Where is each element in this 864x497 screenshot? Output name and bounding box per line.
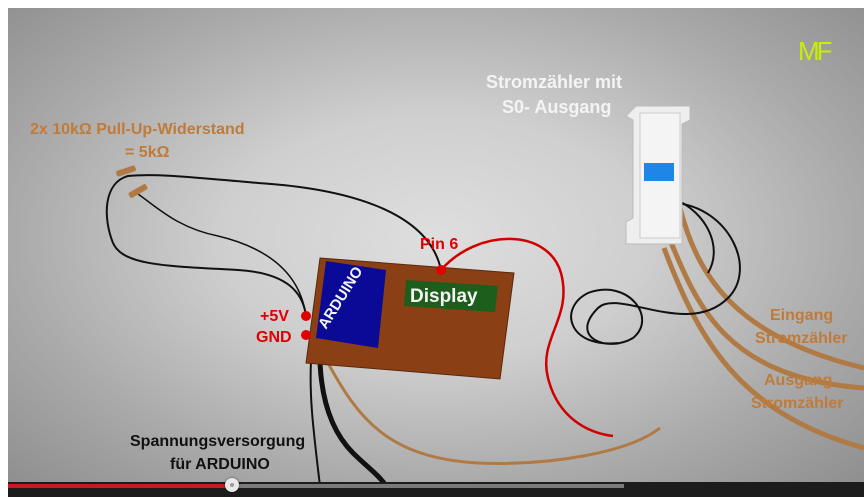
versorgung-label-line1: Spannungsversorgung [130,433,305,450]
pin6-label: Pin 6 [420,236,458,253]
meter-black-wire [570,202,741,345]
video-progress-bar[interactable] [8,478,864,497]
plus5v-label: +5V [260,308,289,325]
power-cable [317,337,389,486]
gnd-dot [301,330,311,340]
pullup-label-line2: = 5kΩ [125,144,170,161]
resistor-1 [116,165,136,177]
power-meter [625,105,691,245]
ausgang-label-line2: Stromzähler [751,395,843,412]
pin6-red-wire [440,237,614,438]
eingang-label-line2: Stromzähler [755,330,847,347]
mf-logo: MF [798,36,832,66]
mains-cable-1 [677,207,864,371]
stromzaehler-label-line2: S0- Ausgang [502,97,611,117]
wiring-diagram: ARDUINO Display Stromzähler mit S0- Ausg… [30,36,864,486]
display-label: Display [410,286,478,307]
pin6-dot [436,265,446,275]
mains-cable-2 [667,239,864,391]
pullup-black-wire-1 [105,174,442,317]
progress-buffered [8,484,624,488]
pullup-label-line1: 2x 10kΩ Pull-Up-Widerstand [30,121,245,138]
versorgung-label-line2: für ARDUINO [170,456,270,473]
plus5v-dot [301,311,311,321]
brown-signal-cable [326,362,661,465]
display-panel [404,280,498,312]
gnd-label: GND [256,329,292,346]
progress-played [8,484,232,488]
pullup-black-wire-2 [137,193,307,317]
ausgang-label-line1: Ausgang [764,372,832,389]
arduino-chip [316,261,386,348]
video-frame[interactable]: ARDUINO Display Stromzähler mit S0- Ausg… [8,8,864,486]
eingang-label-line1: Eingang [770,307,833,324]
meter-black-wire-2 [672,197,715,274]
progress-scrubber-handle[interactable] [225,478,239,492]
resistor-2 [128,184,148,198]
mains-cable-3 [661,247,864,451]
stromzaehler-label-line1: Stromzähler mit [486,72,622,92]
meter-display [644,163,674,181]
